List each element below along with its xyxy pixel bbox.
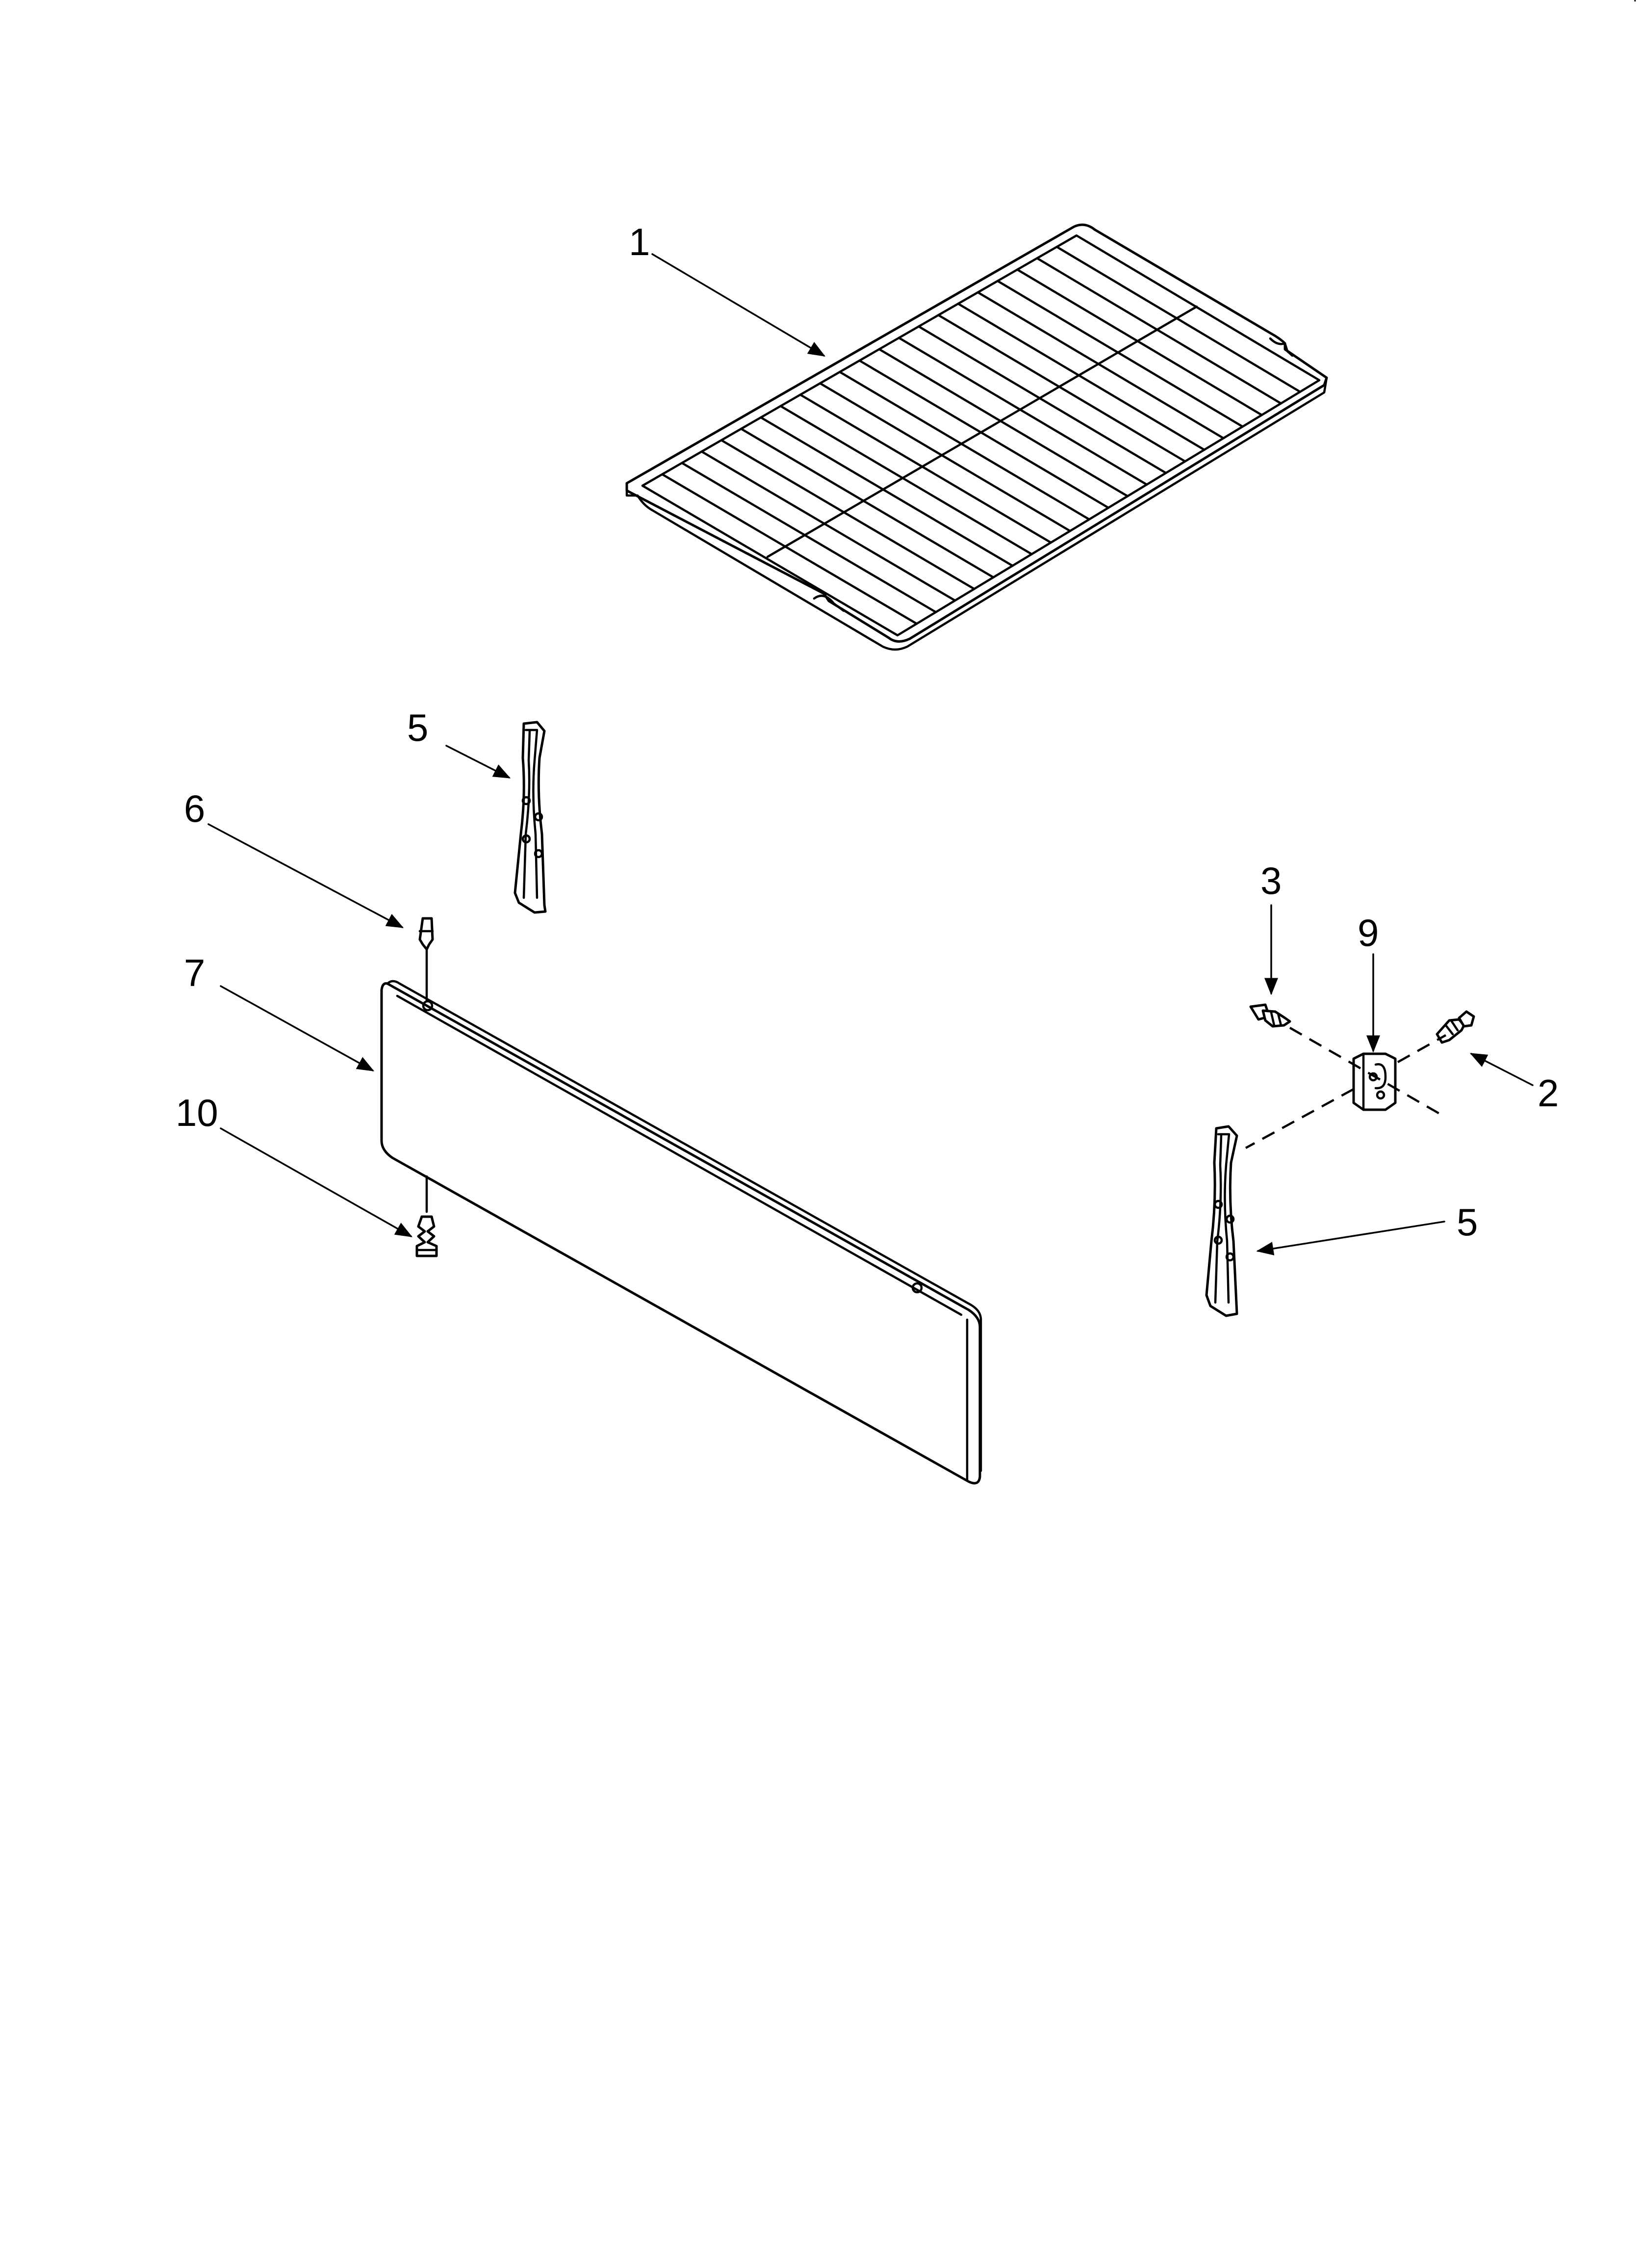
rack-wire [1055, 245, 1302, 393]
rack-wire [937, 314, 1186, 463]
callout-7: 7 [184, 951, 205, 994]
rack-wire [1036, 257, 1283, 405]
callout-6: 6 [184, 787, 205, 830]
rack-wire [878, 348, 1129, 497]
assembly-line-3 [1397, 1034, 1447, 1063]
rack-wire [957, 302, 1206, 451]
callout-9: 9 [1358, 911, 1379, 954]
rack-wire [1016, 268, 1263, 417]
leveling-leg-upper [513, 721, 547, 914]
rack-wire [858, 359, 1110, 509]
rack-wire [996, 280, 1244, 428]
assembly-line-1 [1289, 1027, 1440, 1115]
callout-3: 3 [1260, 859, 1282, 902]
pin-6 [418, 917, 434, 1002]
rack-wire [799, 393, 1052, 544]
rack-wire [819, 382, 1072, 532]
rack-wire [839, 370, 1091, 521]
screw-10 [415, 1175, 438, 1257]
callout-1: 1 [629, 220, 650, 263]
callout-10: 10 [176, 1091, 218, 1134]
rack-wires [661, 245, 1302, 625]
rack-wire [779, 405, 1033, 555]
callout-2: 2 [1538, 1071, 1559, 1115]
corner-mark: ' [1633, 0, 1637, 15]
bracket-9 [1352, 1052, 1397, 1111]
rack-wire [917, 325, 1167, 474]
drawer-panel [380, 980, 982, 1485]
rack-wire [720, 439, 975, 590]
rack-wire [740, 427, 995, 579]
rack-wire [681, 462, 937, 613]
oven-rack [625, 223, 1328, 651]
assembly-line-2 [1245, 1088, 1355, 1149]
rack-wire [661, 473, 918, 625]
callout-5-lower: 5 [1457, 1200, 1478, 1244]
rack-wire [700, 450, 956, 602]
screw-3 [1249, 1003, 1291, 1028]
rack-wire [976, 291, 1225, 440]
leveling-leg-lower [1205, 1125, 1238, 1317]
rack-wire [760, 416, 1014, 567]
callout-5-upper: 5 [407, 706, 428, 749]
rack-wire [898, 337, 1148, 486]
